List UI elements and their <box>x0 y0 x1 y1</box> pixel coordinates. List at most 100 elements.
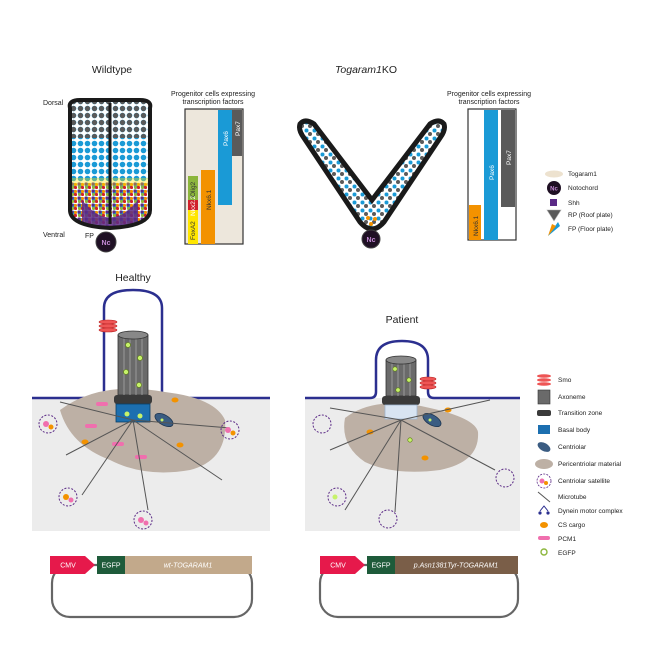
ko-title: Togaram1KO <box>335 64 397 76</box>
wildtype-panel: Wildtype Dorsal Ventral RP FP Nc Progeni… <box>43 64 255 253</box>
svg-text:PCM1: PCM1 <box>558 536 576 543</box>
legend-egfp: EGFP <box>540 548 576 557</box>
patient-axoneme <box>385 355 417 397</box>
notochord-ko: Nc <box>361 229 381 249</box>
svg-text:RP (Roof plate): RP (Roof plate) <box>568 212 613 219</box>
svg-text:Smo: Smo <box>558 377 572 384</box>
healthy-title: Healthy <box>115 272 151 284</box>
svg-text:Nkx6.1: Nkx6.1 <box>206 189 213 210</box>
patient-microtubules <box>329 399 496 513</box>
legend-microtube: Microtube <box>537 491 587 503</box>
legend-cs-cargo: CS cargo <box>540 522 585 529</box>
bar-pax6 <box>218 110 232 205</box>
svg-text:Pax6: Pax6 <box>223 131 230 146</box>
bar-foxa2 <box>188 205 198 244</box>
svg-text:EGFP: EGFP <box>101 563 120 570</box>
fp-swatch <box>548 224 556 236</box>
wt-progenitor-line2: transcription factors <box>182 99 244 106</box>
svg-text:Notochord: Notochord <box>568 185 598 192</box>
svg-text:Microtube: Microtube <box>558 494 587 501</box>
plasmid-healthy: CMV EGFP wt-TOGARAM1 <box>50 556 254 619</box>
bar-olig2 <box>188 176 198 200</box>
svg-text:Shh: Shh <box>568 200 580 207</box>
notochord-swatch <box>547 181 561 195</box>
svg-text:Pericentriolar material: Pericentriolar material <box>558 461 622 468</box>
svg-text:Pax7: Pax7 <box>235 121 242 136</box>
togaram1-swatch <box>545 170 563 178</box>
patient-membrane <box>305 339 520 400</box>
legend-basal-body: Basal body <box>538 425 591 434</box>
ventral-label: Ventral <box>43 232 65 239</box>
ko-bar-chart: Nkx6.1 Pax6 Pax7 <box>467 108 517 241</box>
legend-transition-zone: Transition zone <box>537 410 603 417</box>
ko-bar-nkx61 <box>469 205 481 240</box>
ko-neural-tube <box>297 118 447 232</box>
svg-text:EGFP: EGFP <box>371 563 390 570</box>
healthy-membrane <box>32 288 270 400</box>
svg-text:p.Asn1381Tyr-TOGARAM1: p.Asn1381Tyr-TOGARAM1 <box>413 563 499 570</box>
svg-text:Transition zone: Transition zone <box>558 410 603 417</box>
svg-text:Nkx2.2: Nkx2.2 <box>190 195 197 216</box>
bar-nkx61 <box>201 170 215 244</box>
svg-text:Nc: Nc <box>550 187 558 193</box>
legend-centriolar: Centriolar <box>537 442 587 452</box>
svg-text:Nc: Nc <box>102 240 111 247</box>
svg-text:Centriolar satellite: Centriolar satellite <box>558 478 610 485</box>
patient-title: Patient <box>386 314 419 326</box>
dorsal-label: Dorsal <box>43 100 64 107</box>
healthy-smo <box>98 319 118 333</box>
healthy-pcm <box>60 388 226 473</box>
plasmid-patient: CMV EGFP p.Asn1381Tyr-TOGARAM1 <box>318 556 520 619</box>
healthy-microtubules <box>59 401 231 511</box>
bar-pax7 <box>232 110 242 156</box>
wt-bar-chart: FoxA2 Nkx2.2 Olig2 Nkx6.1 Pax6 Pax7 <box>184 108 244 245</box>
notochord-wt: Nc <box>95 231 117 253</box>
svg-text:Nkx6.1: Nkx6.1 <box>473 215 480 236</box>
svg-text:Togaram1: Togaram1 <box>568 171 597 178</box>
cilia-legend: Smo Axoneme Transition zone Basal body C… <box>535 374 623 557</box>
healthy-axoneme <box>117 330 149 396</box>
svg-text:CS cargo: CS cargo <box>558 522 585 529</box>
patient-basal-body <box>384 404 418 420</box>
healthy-transition-zone <box>114 395 152 404</box>
svg-text:Pax6: Pax6 <box>489 165 496 180</box>
svg-text:FP (Floor plate): FP (Floor plate) <box>568 226 613 233</box>
patient-panel: Patient <box>305 314 520 531</box>
shh-swatch <box>550 199 557 206</box>
svg-text:Nc: Nc <box>367 237 376 244</box>
legend-pcm: Pericentriolar material <box>535 459 622 469</box>
svg-text:CMV: CMV <box>330 563 346 570</box>
svg-text:Dynein motor complex: Dynein motor complex <box>558 508 623 515</box>
svg-text:Olig2: Olig2 <box>190 181 197 197</box>
legend-smo: Smo <box>537 374 572 386</box>
svg-text:FoxA2: FoxA2 <box>190 221 197 240</box>
patient-pcm <box>344 403 479 472</box>
patient-satellites <box>312 414 515 529</box>
svg-text:CMV: CMV <box>60 563 76 570</box>
patient-smo <box>419 376 437 390</box>
svg-text:Centriolar: Centriolar <box>558 444 587 451</box>
pcm1-mark <box>85 424 97 428</box>
svg-text:wt-TOGARAM1: wt-TOGARAM1 <box>164 563 213 570</box>
wildtype-title: Wildtype <box>92 64 132 76</box>
svg-text:EGFP: EGFP <box>558 550 576 557</box>
rp-swatch <box>546 209 562 222</box>
wt-progenitor-line1: Progenitor cells expressing <box>171 91 255 98</box>
neural-tube-outline <box>67 98 153 231</box>
top-legend: Togaram1 Nc Notochord Shh RP (Roof plate… <box>545 170 613 236</box>
healthy-basal-body <box>115 403 151 423</box>
ko-bar-pax6 <box>484 110 498 240</box>
ko-bar-pax7 <box>501 110 515 207</box>
ko-progenitor-line1: Progenitor cells expressing <box>447 91 531 98</box>
fp-label: FP <box>85 233 94 240</box>
healthy-panel: Healthy <box>32 272 270 531</box>
svg-text:Axoneme: Axoneme <box>558 394 586 401</box>
svg-text:Basal body: Basal body <box>558 427 591 434</box>
healthy-satellites <box>38 414 240 530</box>
legend-pcm1: PCM1 <box>538 536 576 543</box>
ko-panel: Togaram1KO Nc Progenitor cells expressin… <box>297 64 531 249</box>
patient-transition-zone <box>382 396 420 405</box>
ko-progenitor-line2: transcription factors <box>458 99 520 106</box>
legend-satellite: Centriolar satellite <box>536 473 610 489</box>
